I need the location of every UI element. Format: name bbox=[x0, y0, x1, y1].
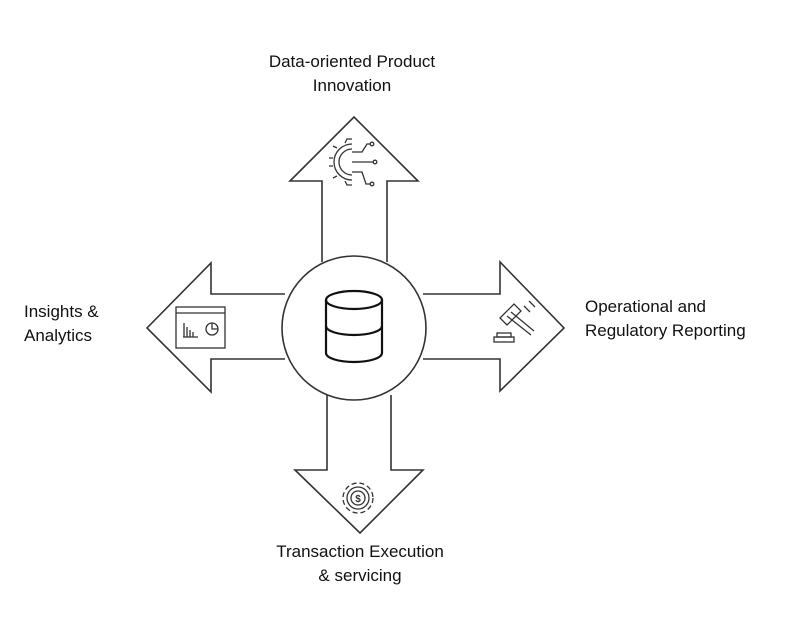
dollar-gear-icon: $ bbox=[342, 482, 374, 514]
analytics-dashboard-icon bbox=[175, 306, 226, 349]
gear-circuit-icon bbox=[329, 138, 378, 187]
label-line: Regulatory Reporting bbox=[585, 321, 746, 340]
central-hub-circle bbox=[281, 255, 427, 401]
arrow-down bbox=[293, 395, 425, 535]
label-line: Transaction Execution bbox=[276, 542, 444, 561]
arrow-left bbox=[145, 261, 285, 394]
label-regulatory-reporting: Operational and Regulatory Reporting bbox=[585, 295, 746, 343]
label-transaction-execution: Transaction Execution & servicing bbox=[222, 540, 498, 588]
label-product-innovation: Data-oriented Product Innovation bbox=[222, 50, 482, 98]
label-insights-analytics: Insights & Analytics bbox=[24, 300, 99, 348]
label-line: Data-oriented Product bbox=[268, 52, 436, 71]
label-line: Insights & bbox=[24, 302, 99, 321]
label-line: Analytics bbox=[24, 326, 93, 345]
svg-text:$: $ bbox=[355, 494, 361, 505]
label-line: & servicing bbox=[318, 566, 402, 585]
arrow-right bbox=[423, 260, 566, 393]
gavel-icon bbox=[493, 300, 536, 343]
label-line: Operational and bbox=[585, 297, 706, 316]
label-line: Innovation bbox=[312, 76, 392, 95]
arrow-up bbox=[288, 115, 420, 262]
database-icon bbox=[324, 289, 384, 364]
